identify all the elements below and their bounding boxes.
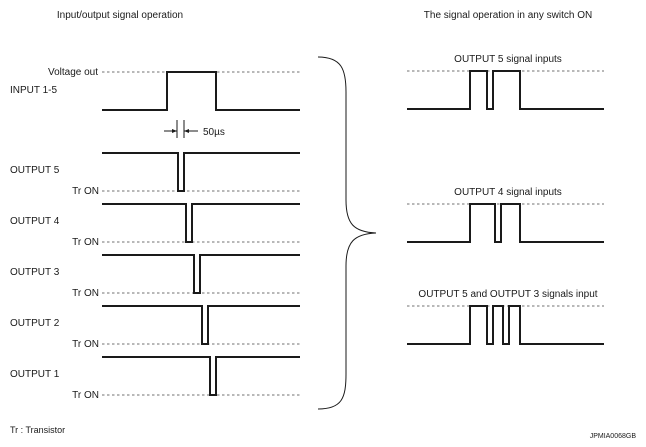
dimension-arrowhead-left (172, 129, 177, 133)
footnote: Tr : Transistor (10, 425, 65, 435)
output-3-waveform (102, 254, 300, 294)
right-heading: The signal operation in any switch ON (424, 10, 592, 21)
case-3-waveform (407, 305, 604, 345)
output-1-waveform (102, 356, 300, 396)
output-5-label: OUTPUT 5 (10, 165, 60, 176)
output-3-label: OUTPUT 3 (10, 267, 60, 278)
pulse-width-label: 50µs (203, 127, 225, 138)
output-waveform-group: OUTPUT 5 Tr ON OUTPUT 4 Tr ON OUTPUT 3 Tr ON O… (10, 152, 300, 401)
input-waveform (102, 71, 300, 111)
output-2-tr-on-label: Tr ON (72, 339, 99, 350)
output-1-label: OUTPUT 1 (10, 369, 60, 380)
output-5-waveform (102, 152, 300, 192)
output-2-waveform (102, 305, 300, 345)
output-3-tr-on-label: Tr ON (72, 288, 99, 299)
case-3-label: OUTPUT 5 and OUTPUT 3 signals input (418, 289, 597, 300)
grouping-brace (317, 56, 377, 410)
output-2-label: OUTPUT 2 (10, 318, 60, 329)
output-5-tr-on-label: Tr ON (72, 186, 99, 197)
voltage-out-label: Voltage out (48, 67, 98, 78)
case-1-waveform (407, 70, 604, 110)
dimension-arrowhead-right (184, 129, 189, 133)
left-heading: Input/output signal operation (57, 10, 183, 21)
output-4-tr-on-label: Tr ON (72, 237, 99, 248)
case-1-label: OUTPUT 5 signal inputs (454, 54, 562, 65)
output-1-tr-on-label: Tr ON (72, 390, 99, 401)
output-4-label: OUTPUT 4 (10, 216, 60, 227)
case-2-waveform (407, 203, 604, 243)
case-2-label: OUTPUT 4 signal inputs (454, 187, 562, 198)
output-4-waveform (102, 203, 300, 243)
input-label: INPUT 1-5 (10, 85, 57, 96)
figure-code: JPMIA0068GB (590, 433, 637, 440)
